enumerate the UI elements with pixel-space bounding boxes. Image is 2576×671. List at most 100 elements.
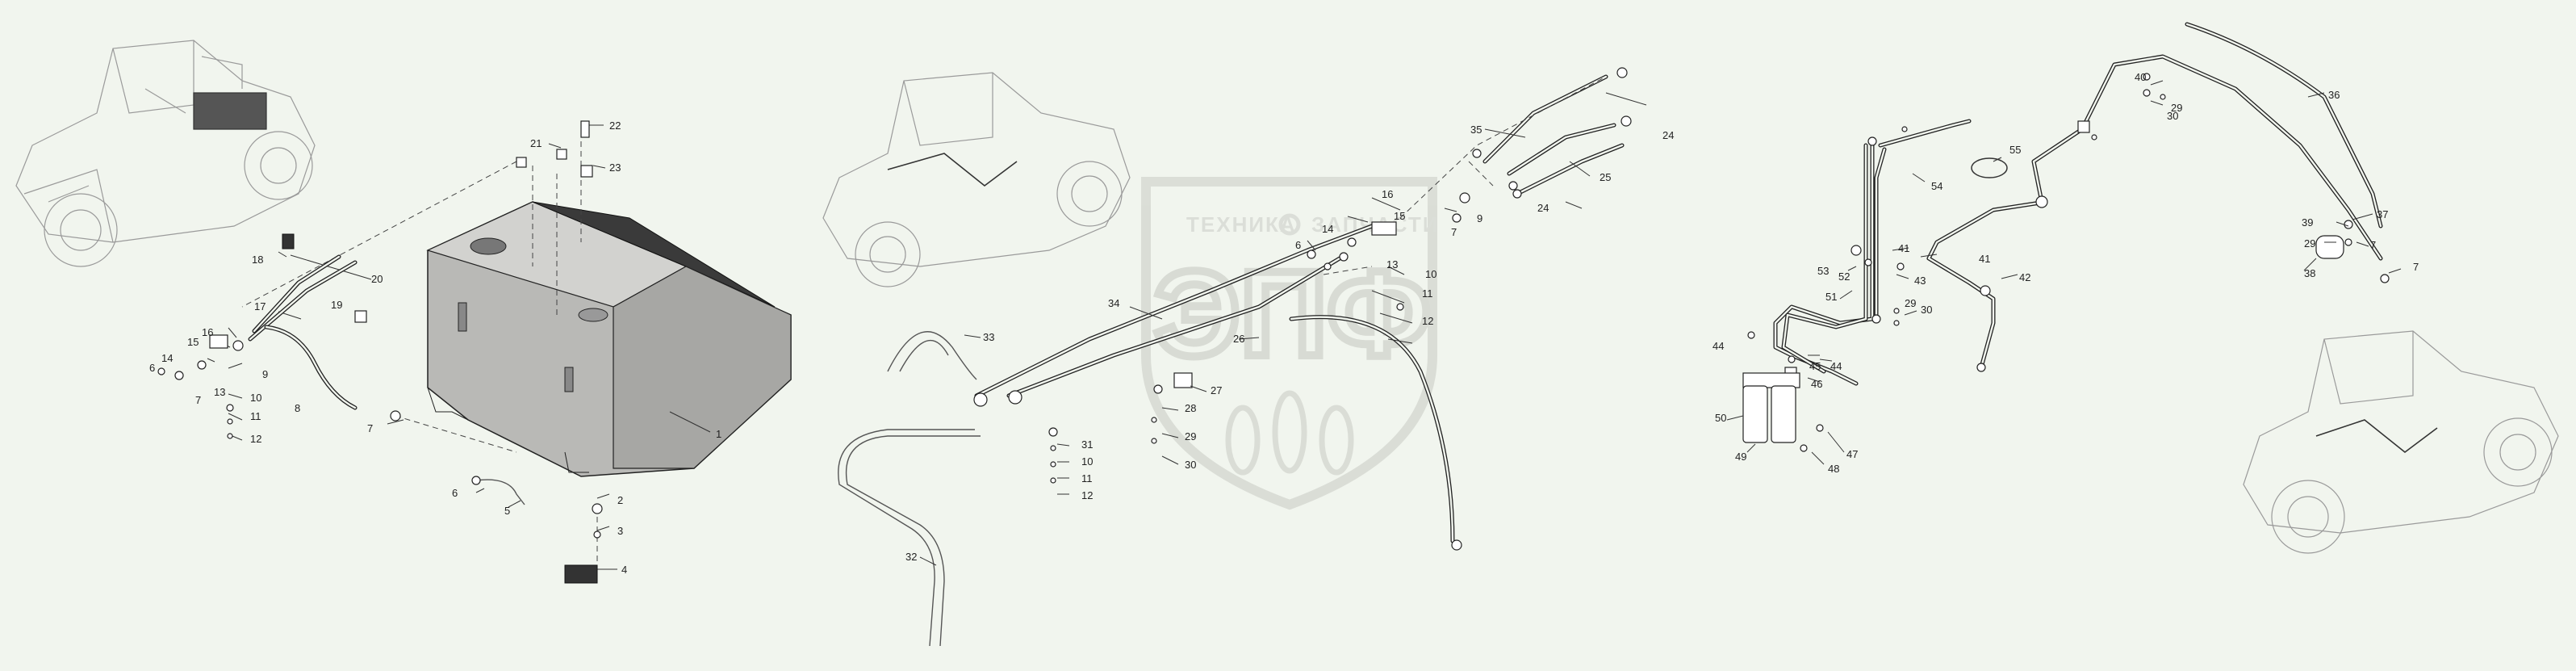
callout-24b: 24 — [1537, 202, 1549, 214]
callout-6b: 6 — [452, 487, 458, 499]
callout-52: 52 — [1838, 270, 1850, 283]
callout-7c: 7 — [1451, 226, 1457, 238]
callout-33: 33 — [983, 331, 994, 343]
callout-28: 28 — [1185, 402, 1196, 414]
callout-46: 46 — [1811, 378, 1822, 390]
callout-9b: 9 — [1477, 212, 1482, 224]
callout-11c: 11 — [1081, 472, 1093, 484]
callout-44: 44 — [1712, 340, 1724, 352]
callout-41b: 41 — [1979, 253, 1990, 265]
callout-30: 30 — [1185, 459, 1196, 471]
fuel-tank — [426, 201, 792, 477]
callout-45: 45 — [1809, 360, 1821, 372]
callout-26: 26 — [1233, 333, 1244, 345]
hoses-right — [1773, 22, 2383, 386]
callout-7d: 7 — [2370, 239, 2376, 251]
callout-23: 23 — [609, 161, 621, 174]
callout-27: 27 — [1211, 384, 1222, 396]
tractor-thumbnail-left — [15, 40, 316, 267]
callout-53: 53 — [1817, 265, 1829, 277]
callout-14b: 14 — [1322, 223, 1333, 235]
callout-32: 32 — [905, 551, 917, 563]
callout-48: 48 — [1828, 463, 1839, 475]
callout-6c: 6 — [1295, 239, 1301, 251]
gear-icon — [1278, 213, 1301, 236]
callout-20: 20 — [371, 273, 383, 285]
callout-labels: 22 21 23 18 20 17 19 16 15 14 9 6 13 10 … — [149, 71, 2419, 576]
callout-30b: 30 — [2167, 110, 2178, 122]
callout-10b: 10 — [1425, 268, 1436, 280]
callout-29c: 29 — [1905, 297, 1916, 309]
watermark-monogram: ЭПФ — [1154, 245, 1431, 381]
callout-47: 47 — [1846, 448, 1858, 460]
callout-11: 11 — [250, 410, 261, 422]
callout-13: 13 — [214, 386, 225, 398]
o-ring — [1971, 157, 2008, 178]
callout-39: 39 — [2302, 216, 2313, 229]
callout-17: 17 — [254, 300, 266, 312]
callout-6: 6 — [149, 362, 155, 374]
callout-7e: 7 — [2413, 261, 2419, 273]
leaders-center — [919, 76, 1647, 566]
callout-8: 8 — [295, 402, 300, 414]
callout-43: 43 — [1914, 275, 1926, 287]
callout-22: 22 — [609, 120, 621, 132]
callout-55: 55 — [2009, 144, 2021, 156]
watermark-line1: ТЕХНИКА — [1186, 212, 1297, 237]
callout-54: 54 — [1931, 180, 1942, 192]
hoses-center — [838, 74, 1625, 647]
callout-25: 25 — [1600, 171, 1611, 183]
watermark: ТЕХНИКА ЗАПЧАСТИ ЭПФ — [1141, 177, 1438, 510]
callout-10: 10 — [250, 392, 261, 404]
callout-29b: 29 — [2171, 102, 2182, 114]
callout-30c: 30 — [1921, 304, 1932, 316]
fittings-center — [973, 67, 1632, 551]
callout-16: 16 — [202, 326, 213, 338]
callout-18: 18 — [252, 254, 263, 266]
callout-44b: 44 — [1830, 360, 1842, 372]
callout-29: 29 — [1185, 430, 1196, 442]
callout-4: 4 — [621, 564, 627, 576]
callout-16b: 16 — [1382, 188, 1393, 200]
callout-41: 41 — [1898, 242, 1909, 254]
tractor-thumbnail-center — [822, 72, 1131, 287]
watermark-shield — [1141, 177, 1437, 510]
callout-50: 50 — [1715, 412, 1726, 424]
callout-13b: 13 — [1386, 258, 1398, 270]
callout-21: 21 — [530, 137, 542, 149]
callout-38: 38 — [2304, 267, 2315, 279]
callout-40: 40 — [2135, 71, 2146, 83]
callout-3: 3 — [617, 525, 623, 537]
callout-34: 34 — [1108, 297, 1119, 309]
callout-15: 15 — [187, 336, 199, 348]
callout-37: 37 — [2377, 208, 2388, 220]
fittings-right — [1742, 73, 2390, 452]
callout-7: 7 — [195, 394, 201, 406]
callout-10c: 10 — [1081, 455, 1093, 468]
callout-24: 24 — [1662, 129, 1674, 141]
callout-51: 51 — [1825, 291, 1837, 303]
callout-14: 14 — [161, 352, 173, 364]
callout-42: 42 — [2019, 271, 2030, 283]
callout-9: 9 — [262, 368, 268, 380]
callout-36: 36 — [2328, 89, 2340, 101]
tractor-thumbnail-right — [2243, 330, 2559, 554]
callout-15b: 15 — [1394, 210, 1405, 222]
wheat-icon — [1225, 390, 1354, 476]
callout-5: 5 — [504, 505, 510, 517]
leaders-right — [1726, 80, 2402, 465]
callout-12c: 12 — [1081, 489, 1093, 501]
callout-19: 19 — [331, 299, 342, 311]
callout-29d: 29 — [2304, 237, 2315, 250]
callout-2: 2 — [617, 494, 623, 506]
callout-35: 35 — [1470, 124, 1482, 136]
callout-12b: 12 — [1422, 315, 1433, 327]
callout-1: 1 — [716, 428, 721, 440]
callout-7b: 7 — [367, 422, 373, 434]
callout-31: 31 — [1081, 438, 1093, 451]
callout-49: 49 — [1735, 451, 1746, 463]
fittings-left — [157, 120, 603, 584]
callout-11b: 11 — [1422, 287, 1433, 300]
callout-12: 12 — [250, 433, 261, 445]
